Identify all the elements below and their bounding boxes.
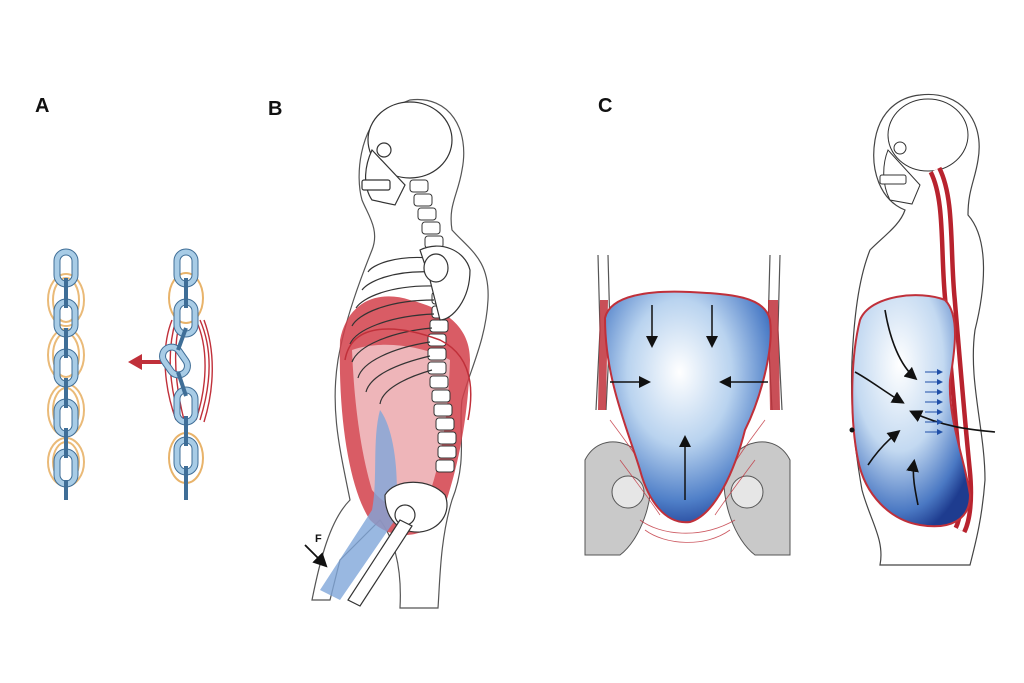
straight-chain	[47, 248, 85, 500]
panel-c-frontal	[584, 254, 791, 556]
panel-label-a: A	[35, 95, 50, 117]
abdominal-pressure-region	[603, 290, 772, 524]
panel-b-skeleton	[304, 98, 489, 609]
panel-label-b: B	[268, 98, 283, 120]
force-arrow-icon	[304, 544, 328, 568]
buckled-chain	[159, 248, 213, 500]
force-label: F	[315, 533, 322, 545]
panel-a-chains	[47, 248, 213, 500]
abdominal-pressure-region-lateral	[851, 294, 972, 528]
red-left-arrow-icon	[128, 354, 165, 370]
panel-c-lateral	[849, 93, 996, 566]
panel-label-c: C	[598, 95, 613, 117]
